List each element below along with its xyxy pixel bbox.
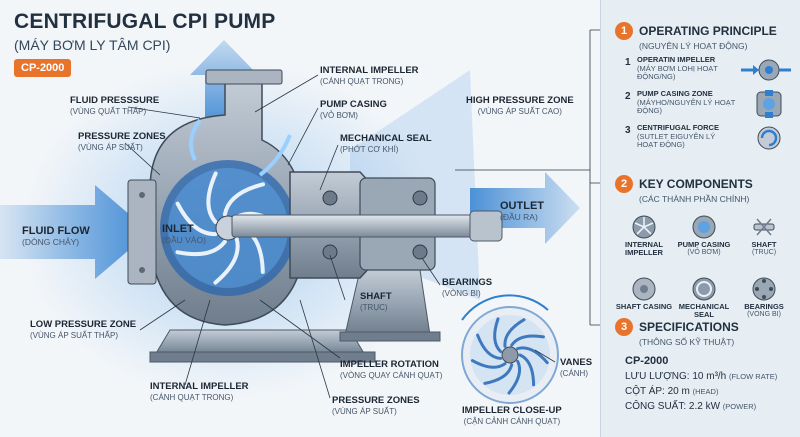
component-item: BEARINGS (VÒNG BI)	[735, 277, 793, 318]
seal-icon	[692, 277, 716, 301]
inner-flow-arrow	[258, 134, 292, 177]
page-title: CENTRIFUGAL CPI PUMP	[14, 10, 276, 33]
vane	[470, 359, 507, 369]
label-vanes: VANES(CÁNH)	[560, 357, 593, 378]
label-impeller-rotation: IMPELLER ROTATION(VÒNG QUAY CÁNH QUẠT)	[340, 359, 443, 380]
pump-illustration	[0, 29, 600, 404]
section-title: OPERATING PRINCIPLE	[639, 24, 777, 38]
section-operating-principle: 1 OPERATING PRINCIPLE (NGUYÊN LÝ HOẠT ĐỘ…	[615, 22, 797, 150]
flange-bolt	[139, 192, 145, 198]
component-item: PUMP CASING (VỎ BƠM)	[675, 215, 733, 256]
section-number: 1	[615, 22, 633, 40]
base-plate	[149, 351, 376, 363]
vane	[510, 334, 545, 347]
vane	[503, 318, 526, 348]
label-low-pressure-zone: LOW PRESSURE ZONE(VÙNG ÁP SUẤT THẤP)	[30, 319, 137, 340]
model-badge: CP-2000	[14, 59, 72, 77]
panel-connectors	[589, 29, 600, 326]
component-item: MECHANICAL SEAL	[675, 277, 733, 320]
label-outlet: OUTLET(ĐẦU RA)	[500, 200, 544, 222]
operating-item: 3 CENTRIFUGAL FORCE(SUTLET EIGUYÊN LÝ HO…	[625, 123, 797, 158]
centrifugal-force-icon	[757, 126, 781, 150]
vane	[493, 317, 503, 354]
section-subtitle: (CÁC THÀNH PHẦN CHÍNH)	[639, 194, 750, 204]
vane	[213, 236, 240, 285]
support-foot	[339, 331, 441, 342]
inner-flow-arrow	[189, 118, 202, 161]
vane	[206, 171, 218, 224]
label-pump-casing: PUMP CASING(VỎ BƠM)	[320, 99, 387, 120]
shaft-casing-icon	[632, 277, 656, 301]
shaft-coupling	[469, 210, 503, 242]
spec-head: CỘT ÁP: 20 m (HEAD)	[625, 386, 719, 397]
bearing-top	[412, 190, 428, 206]
operating-item: 2 PUMP CASING ZONE(MÁYHO/NGUYÊN LÝ HOẠT …	[625, 89, 797, 124]
spec-flow-rate: LƯU LƯỢNG: 10 m³/h (FLOW RATE)	[625, 371, 778, 382]
flange-bolt	[139, 267, 145, 273]
component-item: INTERNAL IMPELLER	[615, 215, 673, 258]
label-bearings: BEARINGS(VÒNG BI)	[442, 277, 493, 298]
label-impeller-closeup: IMPELLER CLOSE-UP(CẬN CẢNH CÁNH QUẠT)	[462, 405, 562, 426]
inlet-flange	[127, 179, 157, 285]
closeup-vanes	[470, 317, 549, 395]
closeup-hub	[501, 346, 519, 364]
discharge-flange	[205, 69, 283, 85]
page-subtitle: (MÁY BƠM LY TÂM CPI)	[14, 37, 171, 53]
inlet-flow-arrow	[0, 185, 150, 279]
bearing-icon	[752, 277, 776, 301]
label-internal-impeller-bottom: INTERNAL IMPELLER(CÁNH QUẠT TRONG)	[150, 381, 249, 402]
spec-model: CP-2000	[625, 355, 669, 367]
section-subtitle: (THÔNG SỐ KỸ THUẬT)	[639, 337, 735, 347]
vane	[175, 239, 227, 257]
leader-lines	[124, 74, 590, 399]
label-shaft: SHAFT(TRỤC)	[360, 291, 392, 312]
section-subtitle: (NGUYÊN LÝ HOẠT ĐỘNG)	[639, 41, 748, 51]
label-pressure-zones-top: PRESSURE ZONES(VÙNG ÁP SUẤT)	[78, 131, 166, 152]
vane	[483, 363, 514, 385]
section-number: 2	[615, 175, 633, 193]
vane	[476, 333, 503, 360]
casing-zone-icon	[756, 90, 782, 118]
vane	[175, 201, 218, 237]
title-block: CENTRIFUGAL CPI PUMP (MÁY BƠM LY TÂM CPI…	[14, 10, 275, 77]
vane	[222, 182, 265, 217]
label-fluid-pressure: FLUID PRESSSURE(VÙNG QUẤT THẤP)	[70, 95, 160, 116]
pump-base	[154, 329, 366, 356]
label-internal-impeller-top: INTERNAL IMPELLER(CÁNH QUẠT TRONG)	[320, 65, 419, 86]
rotation-arrow	[461, 294, 549, 321]
label-mechanical-seal: MECHANICAL SEAL(PHỚT CƠ KHÍ)	[340, 133, 432, 154]
operating-item: 1 OPERATIN IMPELLER(MÁY BƠM LOHỊ HOẠT ĐỘ…	[625, 55, 797, 90]
section-title: KEY COMPONENTS	[639, 177, 753, 191]
bearing-bottom	[412, 244, 428, 260]
label-fluid-flow: FLUID FLOW(DÒNG CHẢY)	[22, 225, 90, 247]
label-inlet: INLET(ĐẦU VÀO)	[162, 223, 206, 245]
component-item: SHAFT (TRỤC)	[735, 215, 793, 256]
vane	[516, 346, 549, 365]
label-pressure-zones-bottom: PRESSURE ZONES(VÙNG ÁP SUẤT)	[332, 395, 420, 416]
impeller-flow-icon	[741, 59, 791, 81]
section-number: 3	[615, 318, 633, 336]
vane	[507, 359, 522, 395]
section-key-components: 2 KEY COMPONENTS (CÁC THÀNH PHẦN CHÍNH) …	[615, 175, 797, 319]
casing-icon	[692, 215, 716, 239]
vane	[518, 353, 536, 387]
bearing-top	[322, 190, 338, 206]
info-panel: 1 OPERATING PRINCIPLE (NGUYÊN LÝ HOẠT ĐỘ…	[600, 0, 800, 437]
shaft-icon	[753, 218, 775, 236]
pump-shaft	[231, 214, 501, 238]
section-specifications: 3 SPECIFICATIONS (THÔNG SỐ KỸ THUẬT) CP-…	[615, 318, 797, 412]
bearing-bottom	[322, 244, 338, 260]
component-item: SHAFT CASING	[615, 277, 673, 311]
impeller-icon	[632, 215, 656, 239]
spec-power: CÔNG SUẤT: 2.2 kW (POWER)	[625, 401, 757, 412]
label-high-pressure-zone: HIGH PRESSURE ZONE(VÙNG ÁP SUẤT CAO)	[466, 95, 574, 116]
section-title: SPECIFICATIONS	[639, 320, 739, 334]
